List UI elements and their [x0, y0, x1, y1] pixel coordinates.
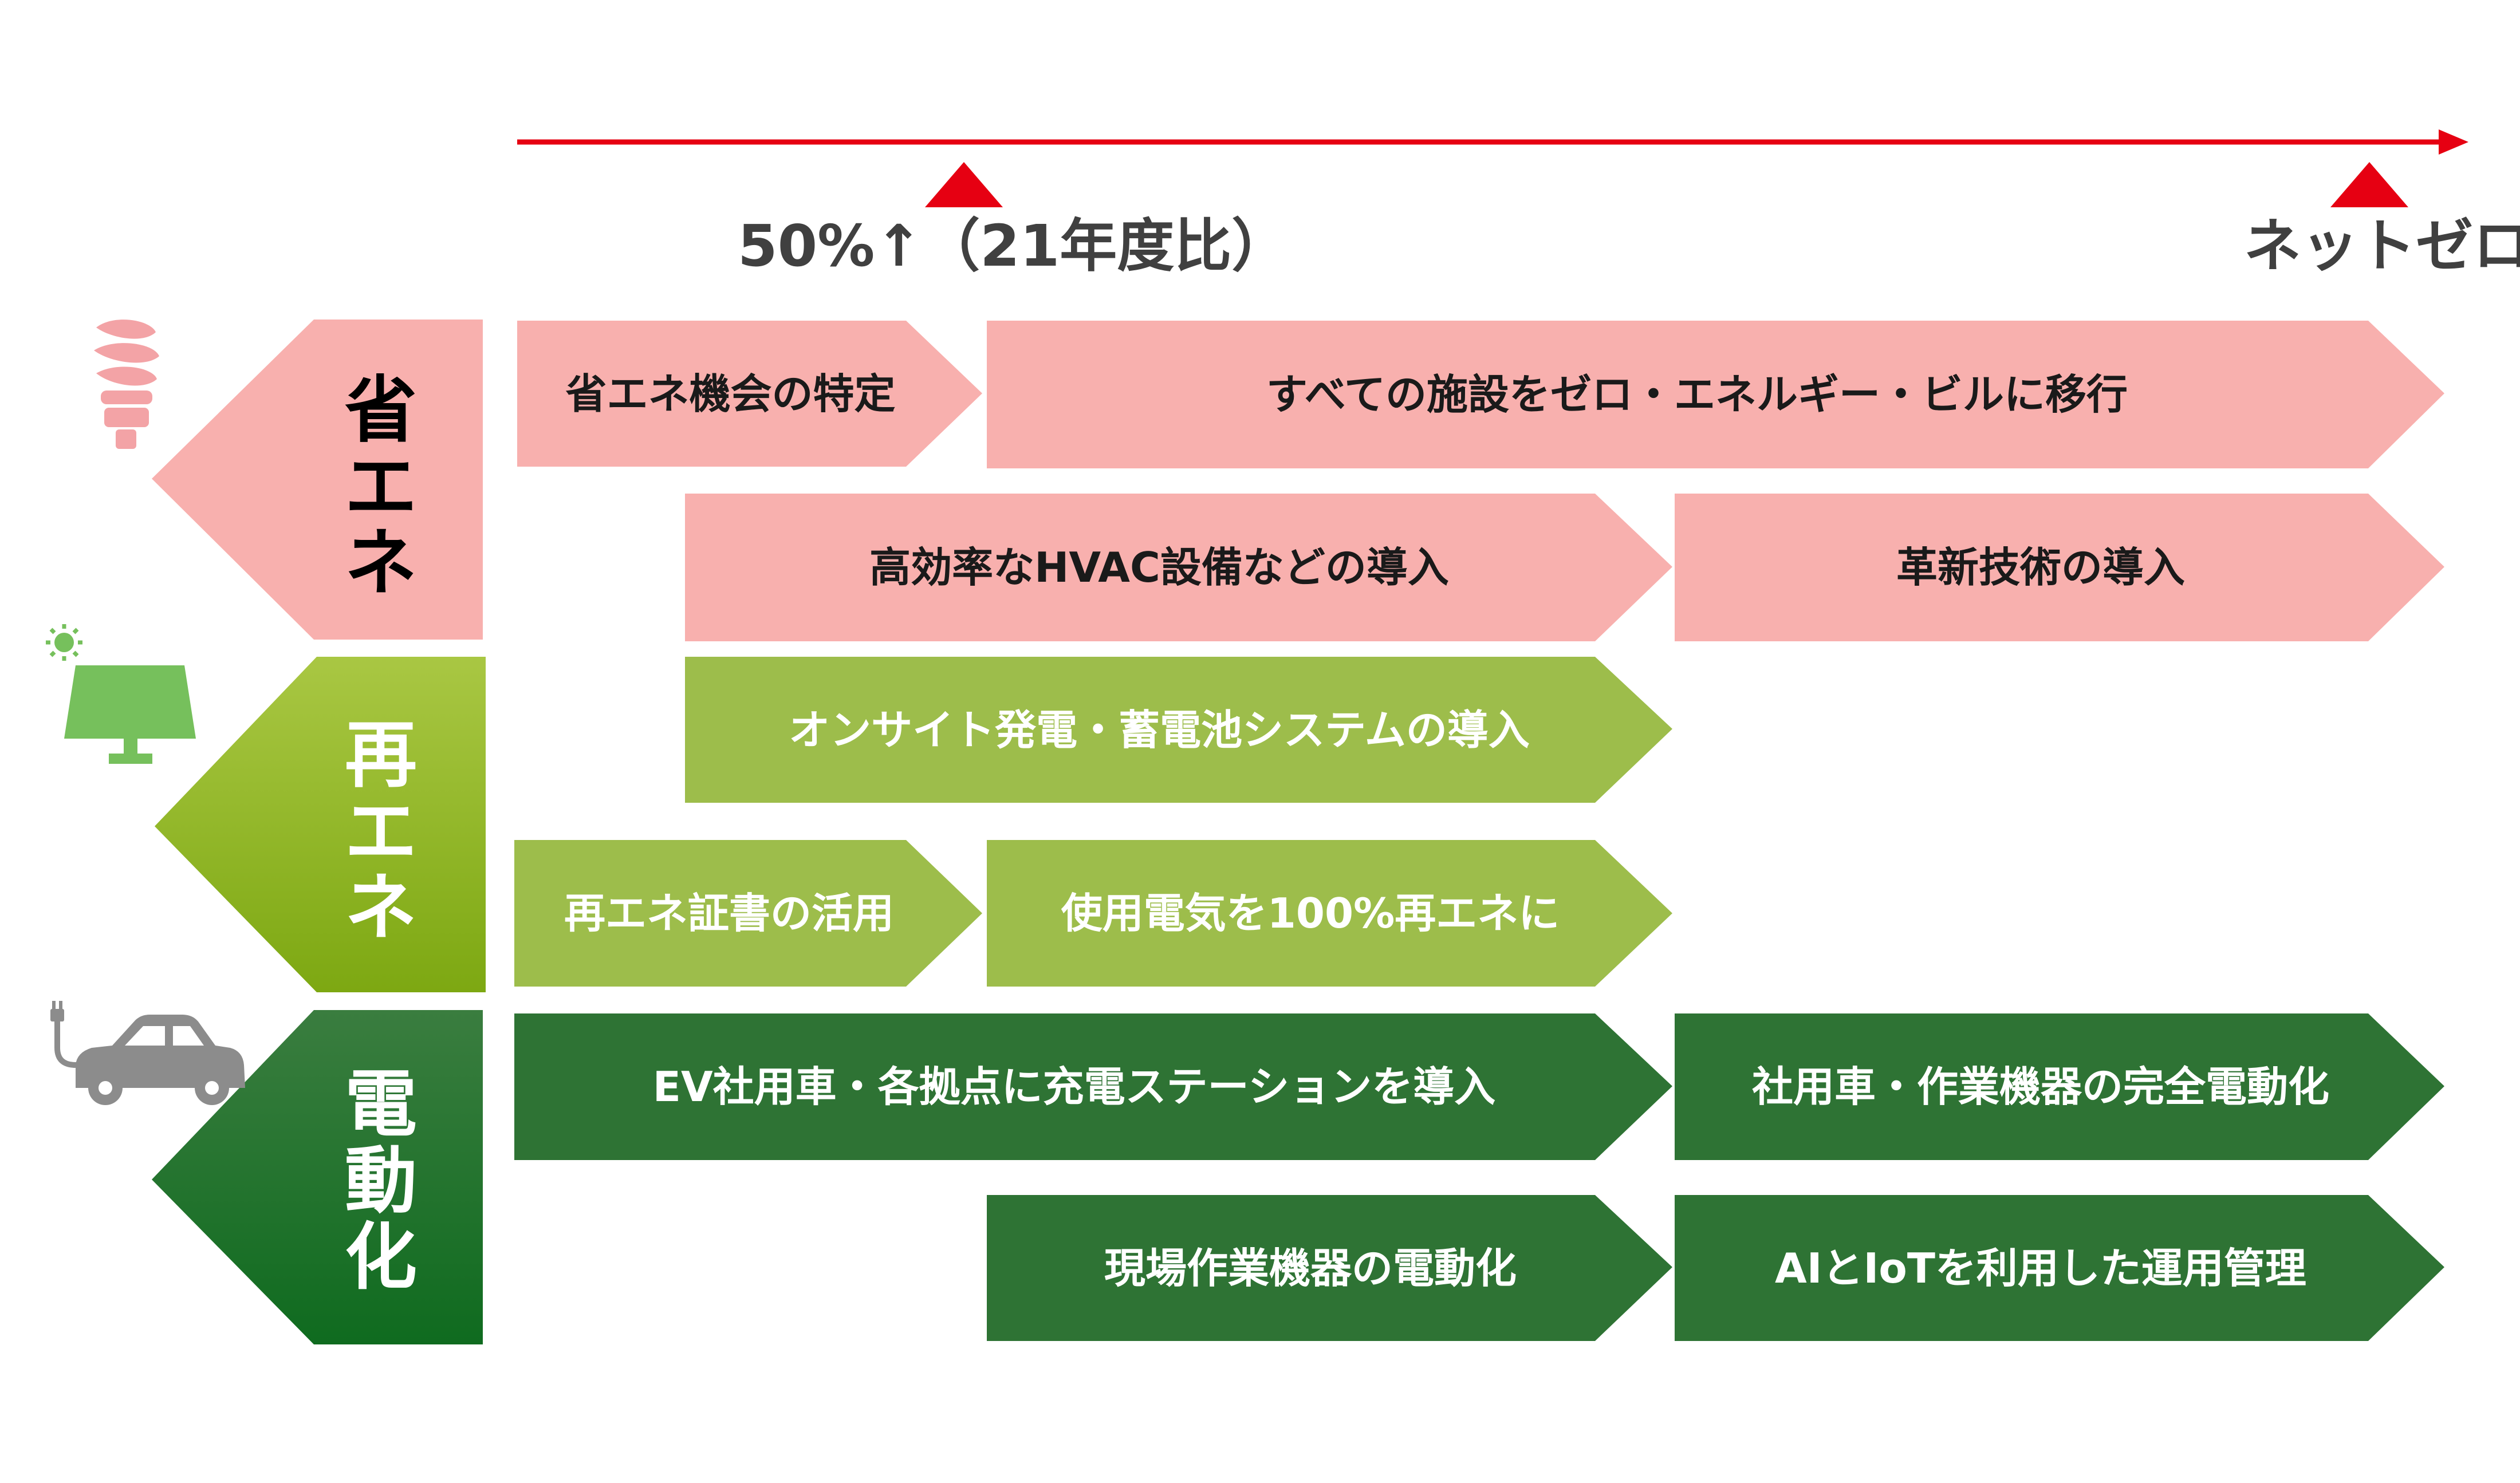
arrow-hvac [685, 494, 1672, 641]
light-bulb-icon [94, 320, 159, 449]
arrow-ai-iot [1675, 1195, 2444, 1341]
arrow-full-electrification [1675, 1013, 2444, 1160]
category-shape-electrification [152, 1010, 483, 1344]
arrow-100-renewable [987, 840, 1672, 987]
arrow-ev-charging [514, 1013, 1672, 1160]
arrow-onsite-generation [685, 657, 1672, 803]
arrow-zero-energy-buildings [987, 321, 2444, 468]
milestone-marker-2030 [925, 162, 1003, 207]
arrow-re-certificates [514, 840, 982, 987]
electric-car-icon [50, 1001, 245, 1105]
timeline-arrowhead [2439, 129, 2468, 155]
milestone-marker-netzero [2330, 162, 2408, 207]
timeline [517, 129, 2468, 207]
arrow-identify-savings [517, 321, 982, 467]
arrow-field-equipment [987, 1195, 1672, 1341]
category-shape-energy-saving [152, 320, 483, 640]
solar-panel-icon [46, 624, 196, 764]
category-shape-renewable [155, 657, 486, 992]
arrow-innovative-tech [1675, 494, 2444, 641]
